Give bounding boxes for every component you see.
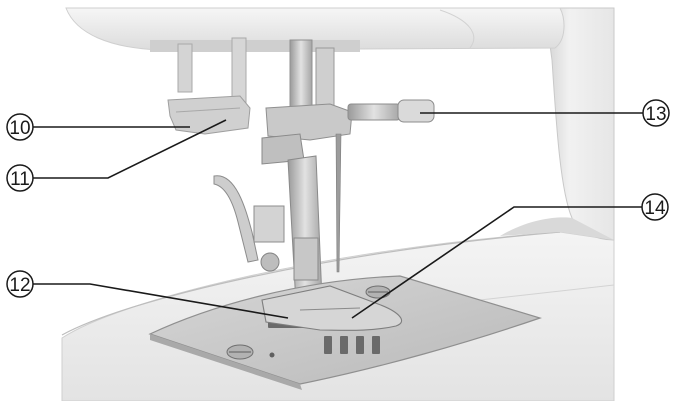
leader-line-11 [33, 119, 227, 179]
needle-clamp-screw [347, 99, 435, 123]
presser-foot-shank [213, 155, 323, 305]
thread-guide [167, 37, 251, 135]
callout-14: 14 [641, 193, 669, 221]
callout-12: 12 [6, 270, 34, 298]
leader-line-12 [33, 283, 289, 319]
callout-12-label: 12 [9, 275, 30, 296]
head-panel-seam [439, 9, 475, 49]
presser-foot-slot [299, 307, 361, 311]
callout-10: 10 [6, 113, 34, 141]
needle-bar [261, 39, 353, 165]
callout-10-label: 10 [9, 118, 30, 139]
arm-shadow [500, 217, 614, 240]
needle [335, 133, 342, 273]
plate-screw-left [226, 344, 254, 360]
callout-14-label: 14 [644, 198, 666, 219]
callout-13-label: 13 [645, 104, 666, 125]
plate-edge-highlight [150, 334, 302, 390]
leader-line-14 [351, 206, 642, 319]
callout-11: 11 [6, 164, 34, 192]
presser-foot [261, 285, 402, 331]
plate-hole [269, 352, 275, 358]
machine-arm [544, 7, 615, 241]
callout-11-label: 11 [10, 169, 30, 190]
callout-13: 13 [642, 99, 670, 127]
bed-seam [479, 284, 615, 301]
plate-screw-right [365, 285, 391, 299]
bed-top-edge [61, 231, 561, 336]
